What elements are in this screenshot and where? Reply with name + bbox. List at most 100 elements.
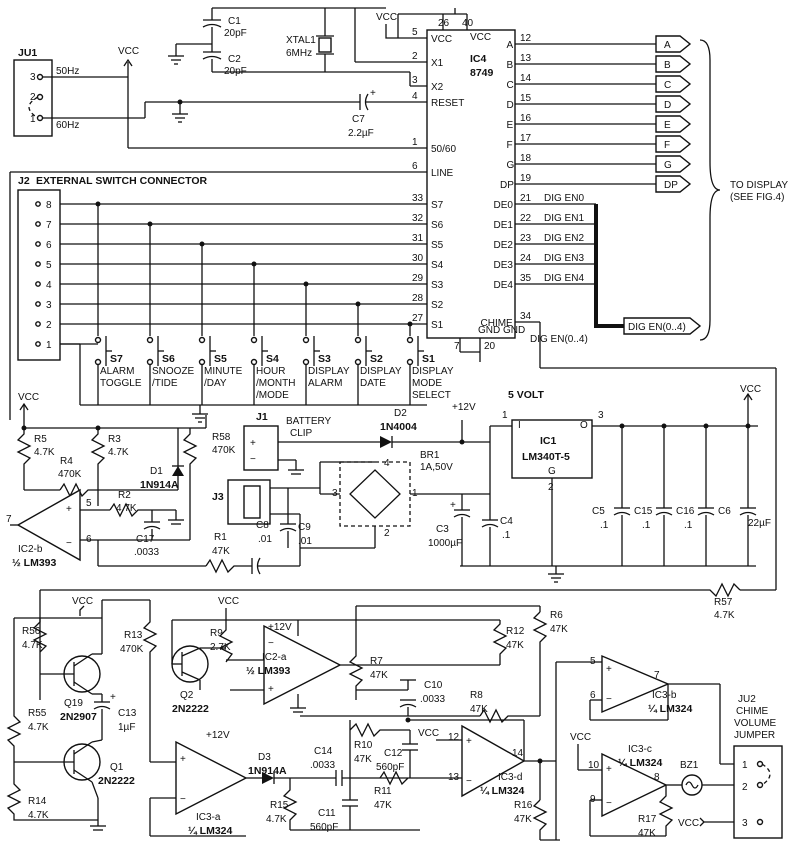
q1-part: 2N2222 <box>98 775 135 787</box>
ic4-pin-num-29: 29 <box>412 273 424 284</box>
ic4-pin-num-33: 33 <box>412 193 424 204</box>
display-connector-label-d: D <box>664 100 671 111</box>
r1-name: R1 <box>214 532 227 543</box>
ic4-right-pins: A12B13C14D15E16F17G18DP19DE021DE122DE223… <box>481 33 656 329</box>
chime-vcc-2: VCC <box>218 596 239 607</box>
br1-name: BR1 <box>420 450 440 461</box>
r17-name: R17 <box>638 814 657 825</box>
q2-name: Q2 <box>180 690 194 701</box>
ic3a-name: IC3-a <box>196 812 221 823</box>
ju2-chime: CHIME <box>736 706 769 717</box>
dig-en-label-3: DIG EN3 <box>544 253 584 264</box>
j2-pin-dot-6 <box>35 241 41 247</box>
ic4-vcc-label: VCC <box>376 12 397 23</box>
xtal1-name: XTAL1 <box>286 35 316 46</box>
r2-name: R2 <box>118 490 131 501</box>
ic4-pin-num-21: 21 <box>520 193 532 204</box>
ic3d-name: IC3-d <box>498 772 522 783</box>
ic2b-pin-7: 7 <box>6 514 12 525</box>
r7-value: 47K <box>370 670 388 681</box>
r13-value: 470K <box>120 644 144 655</box>
ic4-pin-name-de0: DE0 <box>494 200 514 211</box>
cap-name-3: C6 <box>718 506 731 517</box>
display-connector-dp <box>655 175 692 193</box>
switch-label2-s6: /TIDE <box>152 378 178 389</box>
ic4-pin-name-de2: DE2 <box>494 240 514 251</box>
c14-name: C14 <box>314 746 333 757</box>
ic1-pin-g: G <box>548 466 556 477</box>
c3-value: 1000µF <box>428 538 462 549</box>
ju1-pin-2: 2 <box>30 92 36 103</box>
j2-pin-5: 5 <box>46 260 52 271</box>
switch-label1-s4: HOUR <box>256 366 285 377</box>
ju1-50hz: 50Hz <box>56 66 79 77</box>
r7-name: R7 <box>370 656 383 667</box>
c9-value: .01 <box>298 536 312 547</box>
switch-name-s5: S5 <box>214 353 227 365</box>
ic2b-name: IC2-b <box>18 544 43 555</box>
j2-pin-dot-5 <box>35 261 41 267</box>
ic3a-part: ¼ LM324 <box>188 825 233 837</box>
r5-name: R5 <box>34 434 47 445</box>
dig-en-label-4: DIG EN4 <box>544 273 584 284</box>
c17-value: .0033 <box>134 547 159 558</box>
r15-name: R15 <box>270 800 289 811</box>
r12-name: R12 <box>506 626 525 637</box>
c13-plus: + <box>110 692 116 703</box>
r11-name: R11 <box>374 786 392 797</box>
ic4-pin-name-reset: RESET <box>431 98 464 109</box>
ic3d-pin-14: 14 <box>512 748 524 759</box>
ic3b-name: IC3-b <box>652 690 677 701</box>
j3-name: J3 <box>212 491 224 503</box>
r9-name: R9 <box>210 628 223 639</box>
r17-value: 47K <box>638 828 656 839</box>
c9-name: C9 <box>298 522 311 533</box>
display-connector-label-dp: DP <box>664 180 678 191</box>
display-connector-b <box>655 55 692 73</box>
r14-value: 4.7K <box>28 810 49 821</box>
ic2b-pin-5: 5 <box>86 498 92 509</box>
r1-value: 47K <box>212 546 230 557</box>
j2-pin-dot-2 <box>35 321 41 327</box>
j2-pin-2: 2 <box>46 320 52 331</box>
c11-value: 560pF <box>310 822 338 833</box>
ic4-pin-num-28: 28 <box>412 293 424 304</box>
ic2b-plus: + <box>66 504 72 515</box>
ju2-volume: VOLUME <box>734 718 777 729</box>
j2-pin-4: 4 <box>46 280 52 291</box>
switch-name-s7: S7 <box>110 353 123 365</box>
switch-name-s3: S3 <box>318 353 331 365</box>
d1-name: D1 <box>150 466 163 477</box>
c2-value: 20pF <box>224 66 247 77</box>
ic4-pin-num-19: 19 <box>520 173 532 184</box>
ic4-pin-num-6: 6 <box>412 161 418 172</box>
r58-value: 470K <box>212 445 236 456</box>
ic1-title: 5 VOLT <box>508 389 545 401</box>
display-connector-e <box>655 115 692 133</box>
ic4-pin-num-16: 16 <box>520 113 532 124</box>
ic1-regulator <box>511 419 593 479</box>
c10-value: .0033 <box>420 694 445 705</box>
ic4-part: 8749 <box>470 67 494 79</box>
j2-pin-1: 1 <box>46 340 52 351</box>
ic3b-opamp <box>601 654 670 714</box>
br1-value: 1A,50V <box>420 462 453 473</box>
ic3c-pin-10: 10 <box>588 760 600 771</box>
ic1-part: LM340T-5 <box>522 451 570 463</box>
ic3d-plus: + <box>466 736 472 747</box>
j1-plus: + <box>250 438 256 449</box>
ic4-pin-num-34: 34 <box>520 311 532 322</box>
j2-pin-dot-7 <box>35 221 41 227</box>
j2-pin-6: 6 <box>46 240 52 251</box>
ju1-name: JU1 <box>18 47 37 59</box>
ic4-pin-num-17: 17 <box>520 133 532 144</box>
r56-value: 4.7K <box>22 640 43 651</box>
c3-plus: + <box>450 500 456 511</box>
cap-name-2: C16 <box>676 506 695 517</box>
c3-name: C3 <box>436 524 449 535</box>
ic4-pin-num-27: 27 <box>412 313 424 324</box>
r13-name: R13 <box>124 630 143 641</box>
r8-value: 47K <box>470 704 488 715</box>
j2-pin-dot-8 <box>35 201 41 207</box>
ic4-pin-num-3: 3 <box>412 75 418 86</box>
